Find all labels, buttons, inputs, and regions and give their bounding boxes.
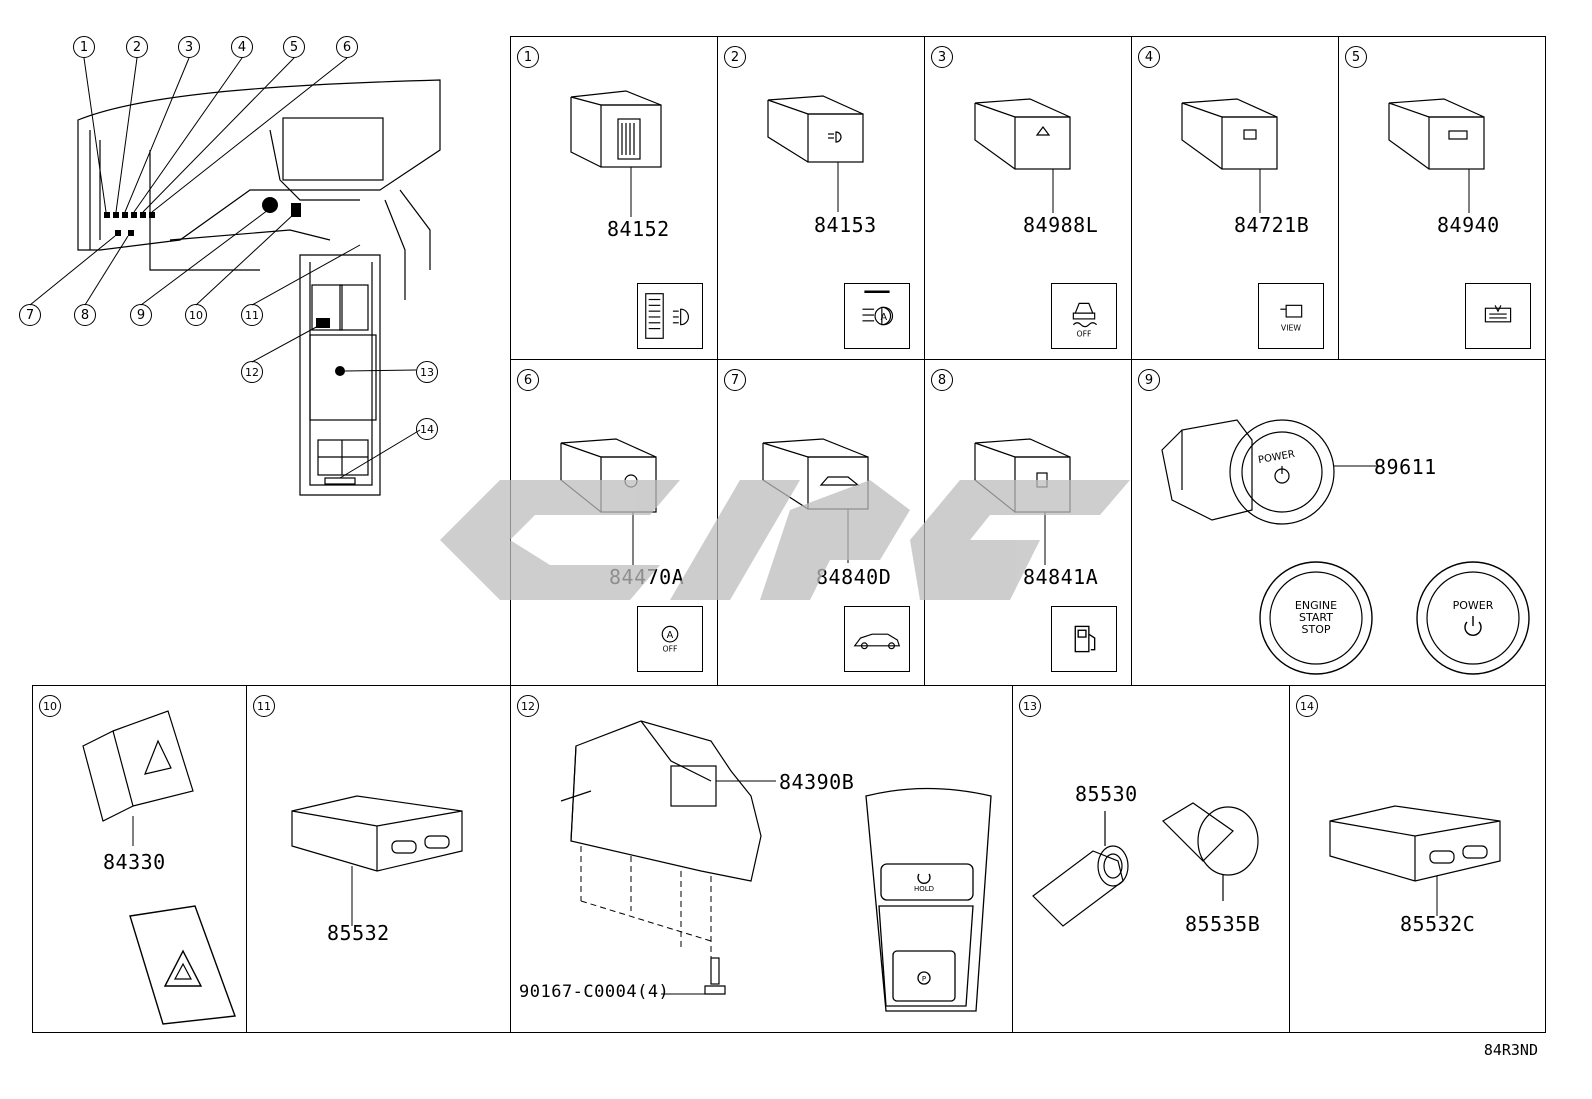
switch-drawing <box>570 90 662 217</box>
cell-3: 3 84988L OFF <box>924 36 1133 361</box>
callout-8: 8 <box>74 304 96 326</box>
part-number: 85532C <box>1400 912 1476 936</box>
power-switch-drawing: POWER <box>1161 419 1382 525</box>
callout-2: 2 <box>126 36 148 58</box>
cell-1: 1 84152 <box>510 36 719 361</box>
part-number: 85530 <box>1075 782 1138 806</box>
part-number: 84152 <box>607 217 670 241</box>
part-number: 84988L <box>1023 213 1099 237</box>
part-number: 85532 <box>327 921 390 945</box>
svg-text:A: A <box>667 630 674 641</box>
callout-3: 3 <box>178 36 200 58</box>
part-number: 84390B <box>779 770 855 794</box>
cell-number: 12 <box>517 695 539 717</box>
cell-13: 13 85530 85535B <box>1012 685 1291 1033</box>
cell-number: 1 <box>517 46 539 68</box>
bolt-part-number: 90167-C0004(4) <box>519 982 670 1002</box>
part-number: 84841A <box>1023 565 1099 589</box>
svg-text:VIEW: VIEW <box>1281 324 1301 333</box>
part-number: 89611 <box>1374 455 1437 479</box>
switch-drawing <box>767 95 864 212</box>
cell-number: 14 <box>1296 695 1318 717</box>
sheet-code: 84R3ND <box>1483 1041 1538 1059</box>
part-number-2: 85535B <box>1185 912 1261 936</box>
cell-7: 7 84840D <box>717 359 926 687</box>
svg-text:OFF: OFF <box>662 645 677 654</box>
svg-text:POWER: POWER <box>1257 449 1295 466</box>
callout-7: 7 <box>19 304 41 326</box>
cell-number: 2 <box>724 46 746 68</box>
switch-drawing <box>560 438 657 565</box>
socket-drawing <box>1032 811 1129 927</box>
cell-9: 9 POWER 89611 ENGINE START STOP POWER <box>1131 359 1546 687</box>
engine-start-stop-button-icon <box>1259 561 1373 675</box>
callout-6: 6 <box>336 36 358 58</box>
bolt-drawing <box>704 957 726 995</box>
switch-drawing <box>974 98 1071 213</box>
usb-port-drawing <box>291 795 463 926</box>
cell-6: 6 84470A A OFF <box>510 359 719 687</box>
cell-number: 11 <box>253 695 275 717</box>
callout-1: 1 <box>73 36 95 58</box>
defogger-icon <box>1465 283 1531 349</box>
svg-text:HOLD: HOLD <box>914 885 934 893</box>
engine-start-stop-label: ENGINE START STOP <box>1294 599 1338 636</box>
cell-number: 8 <box>931 369 953 391</box>
cell-14: 14 85532C <box>1289 685 1546 1033</box>
cell-12: 12 84390B 90167-C0004(4) <box>510 685 1014 1033</box>
usb-port-drawing <box>1329 805 1501 916</box>
cell-2: 2 84153 A <box>717 36 926 361</box>
shift-switch-drawing <box>560 720 776 961</box>
cell-number: 6 <box>517 369 539 391</box>
callout-5: 5 <box>283 36 305 58</box>
switch-drawing <box>1181 98 1278 213</box>
callout-4: 4 <box>231 36 253 58</box>
cell-8: 8 84841A <box>924 359 1133 687</box>
cell-number: 9 <box>1138 369 1160 391</box>
fuel-door-icon <box>1051 606 1117 672</box>
part-number: 84840D <box>816 565 892 589</box>
cell-4: 4 84721B VIEW <box>1131 36 1340 361</box>
cell-number: 13 <box>1019 695 1041 717</box>
cell-number: 7 <box>724 369 746 391</box>
auto-high-beam-icon: A <box>844 283 910 349</box>
hazard-switch-drawing <box>82 710 194 846</box>
callout-10: 10 <box>185 304 207 326</box>
console-panel-drawing: HOLD P <box>865 787 992 1012</box>
switch-drawing <box>1388 98 1485 213</box>
part-number: 84330 <box>103 850 166 874</box>
svg-text:A: A <box>880 312 887 323</box>
part-number: 84470A <box>609 565 685 589</box>
cell-10: 10 84330 <box>32 685 248 1033</box>
cell-number: 5 <box>1345 46 1367 68</box>
dashboard-overview-diagram <box>29 57 441 496</box>
socket-cap-drawing <box>1162 802 1259 901</box>
svg-text:P: P <box>922 975 926 983</box>
switch-drawing <box>974 438 1071 565</box>
auto-off-icon: A OFF <box>637 606 703 672</box>
callout-14: 14 <box>416 418 438 440</box>
cell-number: 10 <box>39 695 61 717</box>
dimmer-icon <box>637 283 703 349</box>
trunk-open-icon <box>844 606 910 672</box>
callout-13: 13 <box>416 361 438 383</box>
power-button-icon <box>1416 561 1530 675</box>
cell-11: 11 85532 <box>246 685 512 1033</box>
traction-off-icon: OFF <box>1051 283 1117 349</box>
callout-9: 9 <box>130 304 152 326</box>
cell-number: 4 <box>1138 46 1160 68</box>
callout-11: 11 <box>241 304 263 326</box>
part-number: 84721B <box>1234 213 1310 237</box>
cell-number: 3 <box>931 46 953 68</box>
hazard-icon <box>129 905 236 1025</box>
view-icon: VIEW <box>1258 283 1324 349</box>
part-number: 84940 <box>1437 213 1500 237</box>
svg-text:OFF: OFF <box>1076 329 1091 338</box>
callout-12: 12 <box>241 361 263 383</box>
switch-drawing <box>762 438 869 563</box>
cell-5: 5 84940 <box>1338 36 1546 361</box>
power-label: POWER <box>1452 599 1494 612</box>
part-number: 84153 <box>814 213 877 237</box>
